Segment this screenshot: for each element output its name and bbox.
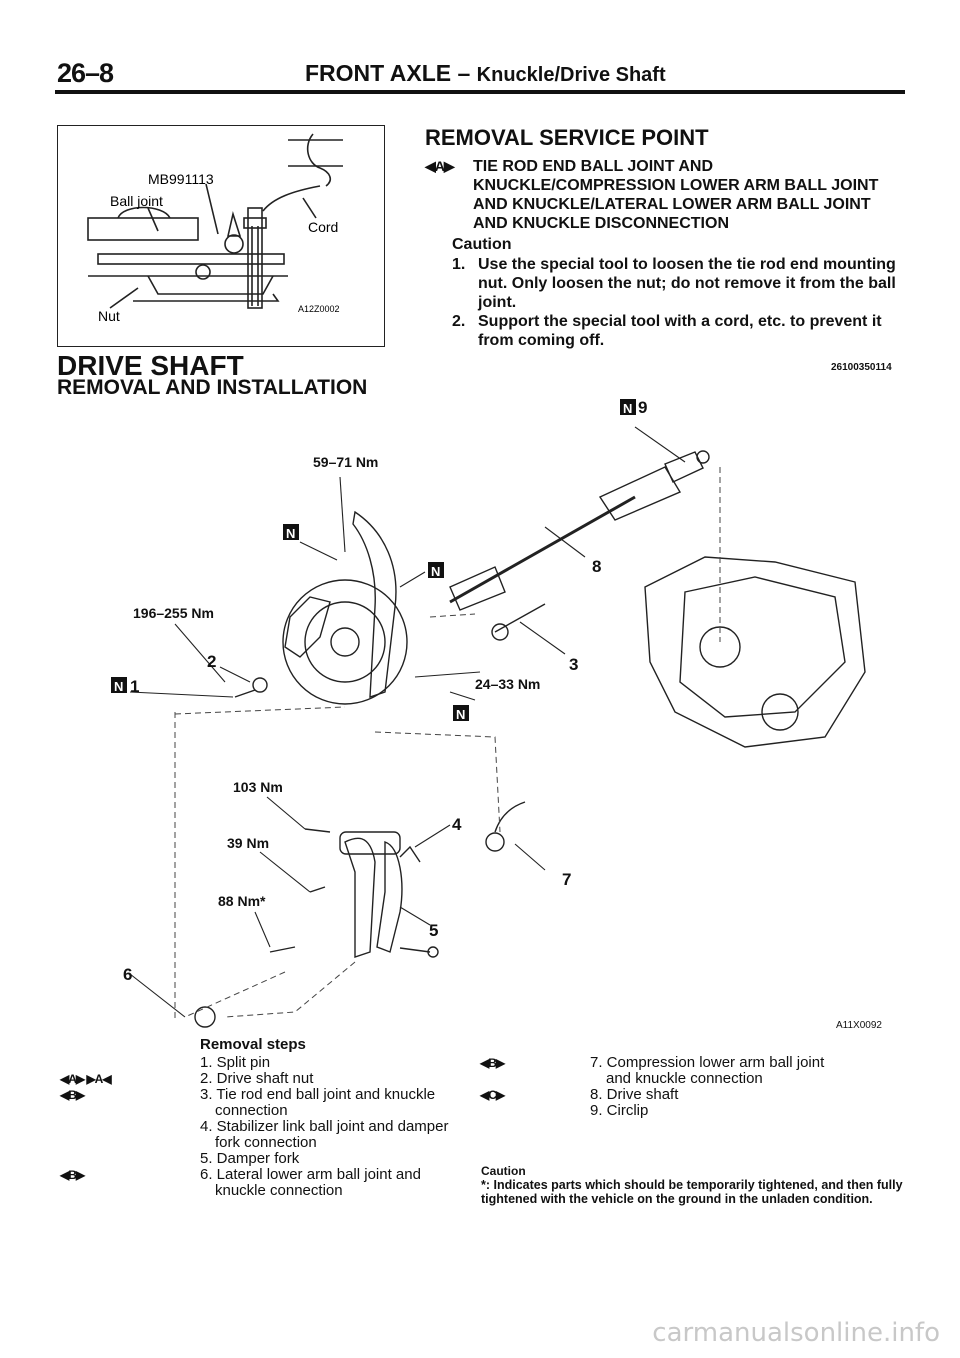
caution-footnote-text: *: Indicates parts which should be tempo… [481, 1178, 903, 1206]
torque-label-tie-rod: 24–33 Nm [475, 676, 540, 692]
service-point-heading: ◀A▶ TIE ROD END BALL JOINT AND KNUCKLE/C… [425, 157, 895, 252]
step-marker: ◀C▶ [480, 1088, 505, 1102]
list-item: ◀B▶ 6. Lateral lower arm ball joint and [60, 1167, 480, 1183]
nut-label: Nut [98, 308, 120, 324]
callout-7: 7 [562, 870, 571, 889]
special-tool-figure: MB991113 Ball joint Cord Nut A12Z0002 [57, 125, 385, 347]
torque-label-hub: 196–255 Nm [133, 605, 214, 621]
step-text: 3. Tie rod end ball joint and knuckle [200, 1086, 436, 1103]
caution-label: Caution [452, 236, 512, 253]
special-tool-drawing: MB991113 Ball joint Cord Nut A12Z0002 [87, 133, 343, 324]
page-title: FRONT AXLE – Knuckle/Drive Shaft [305, 60, 666, 87]
new-part-badge: N [286, 526, 295, 541]
step-marker: ◀A▶ ▶A◀ [60, 1072, 112, 1086]
exploded-diagram: N N N N N 59–71 Nm 196–255 Nm 24–33 Nm 1… [55, 392, 905, 1035]
service-point-heading-text: TIE ROD END BALL JOINT AND KNUCKLE/COMPR… [473, 158, 879, 232]
caution-step: 1. Use the special tool to loosen the ti… [452, 255, 900, 312]
step-number: 1. [452, 256, 466, 273]
watermark: carmanualsonline.info [652, 1318, 940, 1348]
new-part-badge: N [456, 707, 465, 722]
step-text: fork connection [215, 1134, 317, 1151]
step-text: 4. Stabilizer link ball joint and damper [200, 1118, 449, 1135]
list-item: 9. Circlip [480, 1103, 900, 1119]
new-part-badge: N [431, 564, 440, 579]
list-item: ◀B▶ 7. Compression lower arm ball joint [480, 1055, 900, 1071]
step-text: Support the special tool with a cord, et… [478, 313, 882, 349]
new-part-badge: N [623, 401, 632, 416]
torque-label-88: 88 Nm* [218, 893, 266, 909]
list-item: knuckle connection [60, 1183, 480, 1199]
torque-label-nut: 59–71 Nm [313, 454, 378, 470]
torque-label-39: 39 Nm [227, 835, 269, 851]
step-text: connection [215, 1102, 288, 1119]
step-text: 2. Drive shaft nut [200, 1070, 314, 1087]
removal-service-point-title: REMOVAL SERVICE POINT [425, 125, 709, 150]
header-rule [55, 90, 905, 94]
figure1-code: A12Z0002 [298, 304, 340, 314]
step-text: 6. Lateral lower arm ball joint and [200, 1166, 421, 1183]
section-title: FRONT AXLE – [305, 60, 471, 86]
step-text: 8. Drive shaft [590, 1086, 679, 1103]
list-item: 5. Damper fork [60, 1151, 480, 1167]
callout-6: 6 [123, 965, 132, 984]
tool-number-label: MB991113 [148, 171, 214, 187]
step-marker: ◀B▶ [60, 1168, 85, 1182]
section-subtitle: Knuckle/Drive Shaft [476, 64, 666, 86]
drive-shaft-subtitle: REMOVAL AND INSTALLATION [57, 376, 368, 399]
new-part-badges: N N N N N [111, 399, 636, 722]
removal-steps-left: 1. Split pin ◀A▶ ▶A◀ 2. Drive shaft nut ◀… [60, 1055, 480, 1199]
step-text: Use the special tool to loosen the tie r… [478, 256, 896, 311]
caution-footnote-label: Caution [481, 1164, 526, 1178]
list-item: connection [60, 1103, 480, 1119]
callout-5: 5 [429, 921, 438, 940]
service-marker-a: ◀A▶ [425, 158, 455, 174]
callout-4: 4 [452, 815, 462, 834]
section-code: 26100350114 [831, 362, 892, 373]
list-item: fork connection [60, 1135, 480, 1151]
step-text: 7. Compression lower arm ball joint [590, 1054, 825, 1071]
removal-steps-title: Removal steps [200, 1036, 306, 1053]
new-part-badge: N [114, 679, 123, 694]
step-text: knuckle connection [215, 1182, 343, 1199]
step-text: 1. Split pin [200, 1054, 271, 1071]
callout-9: 9 [638, 398, 647, 417]
list-item: ◀C▶ 8. Drive shaft [480, 1087, 900, 1103]
step-marker: ◀B▶ [480, 1056, 505, 1070]
step-number: 2. [452, 313, 466, 330]
ball-joint-label: Ball joint [110, 193, 163, 209]
callout-1: 1 [130, 677, 139, 696]
callout-3: 3 [569, 655, 578, 674]
callout-8: 8 [592, 557, 601, 576]
drive-shaft-assembly-drawing: N N N N N 59–71 Nm 196–255 Nm 24–33 Nm 1… [111, 398, 866, 1028]
callout-2: 2 [207, 652, 216, 671]
cord-label: Cord [308, 219, 338, 235]
caution-steps: 1. Use the special tool to loosen the ti… [452, 255, 900, 350]
step-text: 5. Damper fork [200, 1150, 300, 1167]
removal-steps-right: ◀B▶ 7. Compression lower arm ball joint a… [480, 1055, 900, 1119]
list-item: 1. Split pin [60, 1055, 480, 1071]
torque-label-103: 103 Nm [233, 779, 283, 795]
page-number: 26–8 [57, 58, 114, 88]
step-text: 9. Circlip [590, 1102, 649, 1119]
list-item: 4. Stabilizer link ball joint and damper [60, 1119, 480, 1135]
list-item: and knuckle connection [480, 1071, 900, 1087]
diagram-code: A11X0092 [836, 1020, 882, 1031]
caution-step: 2. Support the special tool with a cord,… [452, 312, 900, 350]
list-item: ◀A▶ ▶A◀ 2. Drive shaft nut [60, 1071, 480, 1087]
list-item: ◀B▶ 3. Tie rod end ball joint and knuckle [60, 1087, 480, 1103]
step-text: and knuckle connection [606, 1070, 763, 1087]
step-marker: ◀B▶ [60, 1088, 85, 1102]
drive-shaft-title: DRIVE SHAFT [57, 350, 244, 381]
